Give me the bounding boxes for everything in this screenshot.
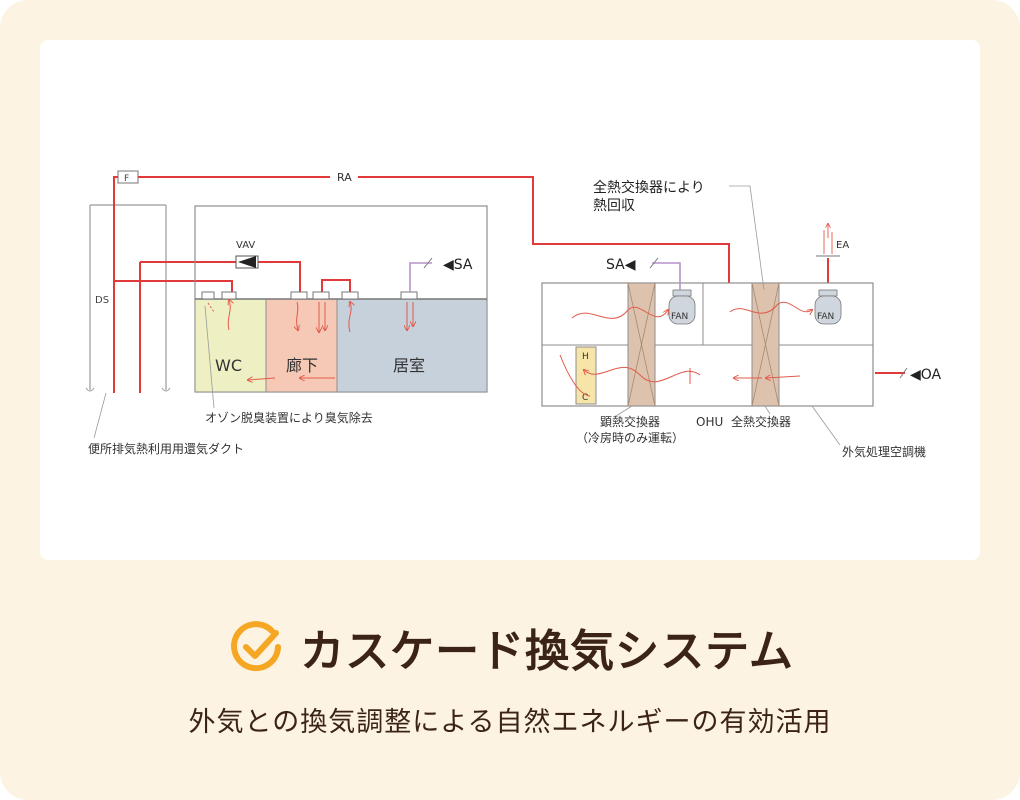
fan-1 <box>668 289 696 325</box>
coil-h-label: H <box>582 352 589 362</box>
vav-label: VAV <box>236 240 255 251</box>
outdoor-unit-leader <box>811 405 841 446</box>
ozone-note: オゾン脱臭装置により臭気除去 <box>205 410 373 425</box>
sa-purple-line <box>409 262 432 292</box>
ra-label: RA <box>337 171 352 184</box>
sensible-hx-label: 顕熱交換器 <box>600 414 660 429</box>
heat-recovery-line2: 熱回収 <box>593 198 635 214</box>
oa-label: ◀OA <box>910 367 942 383</box>
outdoor-unit-label: 外気処理空調機 <box>842 444 926 459</box>
living-room <box>336 298 488 393</box>
coil-c-label: C <box>582 393 588 403</box>
check-circle-icon <box>231 621 282 672</box>
sensible-hx-note: （冷房時のみ運転） <box>576 430 684 445</box>
sa-right-label: ◀SA <box>443 257 473 273</box>
ds-shaft <box>85 204 171 392</box>
duct-leader <box>93 392 107 439</box>
heat-recovery-leader <box>729 185 765 291</box>
ozone-leader <box>204 305 215 409</box>
ea-outlet <box>816 224 840 257</box>
ohu-airflows <box>559 301 812 397</box>
ds-label: DS <box>95 295 109 306</box>
ceiling-diffusers <box>201 291 418 300</box>
sa-left-label: SA◀ <box>606 257 636 273</box>
page-title: カスケード換気システム <box>300 626 794 677</box>
wc-room <box>194 298 267 393</box>
fan-2 <box>814 289 842 325</box>
living-label: 居室 <box>393 356 425 375</box>
title-row: カスケード換気システム <box>0 612 1020 682</box>
red-ducts <box>113 176 905 393</box>
room-airflows <box>207 300 413 380</box>
fan1-label: FAN <box>671 312 688 322</box>
wc-label: WC <box>215 356 242 375</box>
filter-label: F <box>124 174 129 184</box>
heat-recovery-line1: 全熱交換器により <box>593 179 705 196</box>
duct-note: 便所排気熱利用用還気ダクト <box>88 441 244 456</box>
corridor-label: 廊下 <box>286 356 318 375</box>
ohu-label: OHU <box>696 415 723 429</box>
page-subtitle: 外気との換気調整による自然エネルギーの有効活用 <box>188 707 832 738</box>
exchanger-hatching <box>627 282 780 407</box>
vav-damper <box>235 255 259 269</box>
hc-coil <box>575 346 597 405</box>
total-hx-label: 全熱交換器 <box>731 414 791 429</box>
fan2-label: FAN <box>817 312 834 322</box>
sa-left-purple <box>652 262 681 290</box>
ea-label: EA <box>836 240 849 251</box>
